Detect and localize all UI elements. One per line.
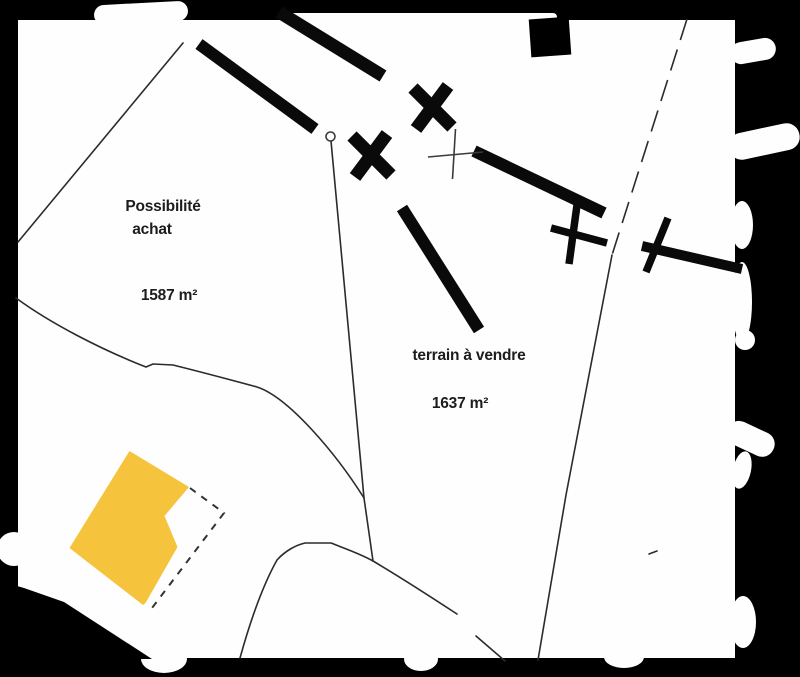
x-stroke [410, 82, 454, 133]
paper-bump-bottom-1 [141, 645, 187, 673]
paper-finger-right-1 [730, 37, 776, 65]
road-segment-to-terrain [396, 204, 485, 334]
paper-lobe-right-1 [731, 201, 753, 249]
plus-horizontal [427, 151, 484, 158]
x-stroke [349, 130, 393, 181]
boundary-line-center [330, 140, 374, 562]
paper-blob-left [0, 532, 31, 566]
labels: Possibilité achat 1587 m² terrain à vend… [125, 198, 526, 412]
paper-bump-bottom-2 [404, 647, 438, 671]
road-segment-top [275, 6, 387, 82]
plus-vertical [451, 128, 457, 180]
paper-lobe-right-2-tip [735, 330, 755, 350]
boundary-lines [15, 18, 688, 662]
paper-bump-top-left [94, 1, 188, 25]
survey-marks [347, 82, 672, 274]
boundary-tick-2 [642, 216, 672, 274]
boundary-cross-x-2 [347, 130, 396, 181]
parcel2-area: 1637 m² [432, 395, 488, 412]
border-overlays [0, 16, 572, 659]
boundary-tick-1 [550, 204, 608, 265]
parcel2-label: terrain à vendre [412, 347, 526, 364]
border-wedge-bottom-left [0, 581, 152, 659]
paper-blob-bottom-right [730, 596, 756, 648]
boundary-line-south-arc [239, 542, 458, 659]
boundary-cross-plus [427, 128, 484, 180]
border-step-top [528, 16, 572, 58]
boundary-line-northwest [17, 42, 184, 243]
small-tick [648, 550, 658, 555]
paper-finger-right-3-stem [732, 451, 752, 489]
boundary-line-east-dashed [611, 18, 688, 256]
road-segment-upper-left [195, 39, 319, 134]
building [69, 451, 226, 609]
circle-marker [325, 131, 336, 142]
paper-bump-top-center [287, 13, 557, 22]
building-footprint [69, 451, 189, 605]
boundary-line-south-arc-end [475, 635, 506, 662]
roads [195, 6, 744, 334]
paper-lobe-right-2 [732, 262, 752, 342]
building-extension-dashed [151, 487, 226, 609]
paper-finger-right-3 [726, 420, 775, 457]
boundary-line-west-curve [15, 297, 365, 499]
road-segment-middle [471, 145, 607, 219]
parcel1-label-line2: achat [132, 221, 172, 238]
paper-finger-right-2 [728, 123, 800, 160]
parcel1-area: 1587 m² [141, 287, 197, 304]
parcel1-label-line1: Possibilité [125, 198, 201, 215]
boundary-cross-x-1 [408, 82, 457, 133]
boundary-line-east [537, 254, 613, 661]
paper-bump-bottom-3 [604, 646, 644, 668]
tick-crossbar [550, 224, 608, 247]
